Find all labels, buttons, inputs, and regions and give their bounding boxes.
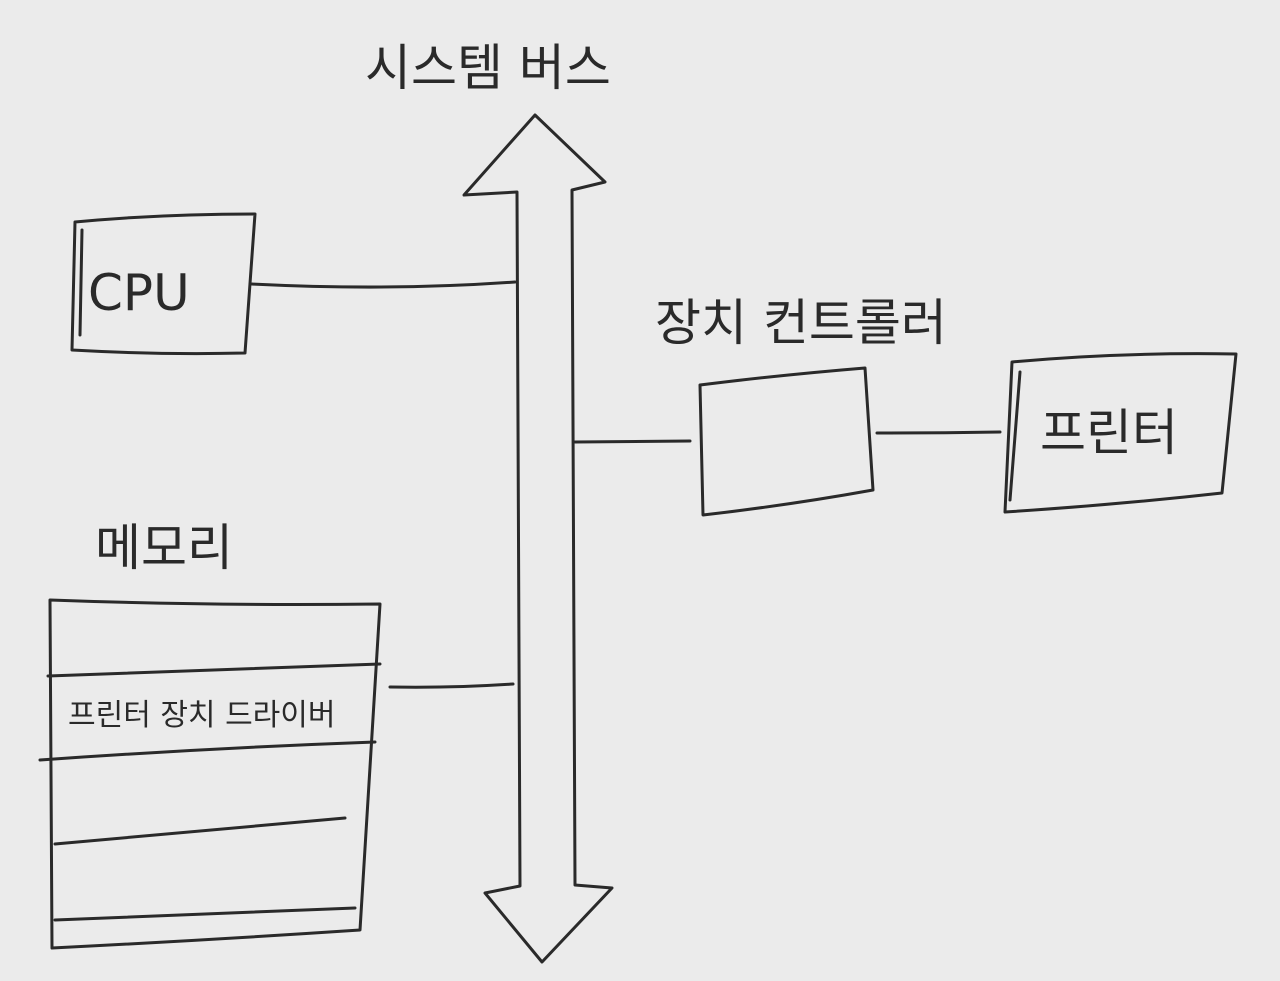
printer-block: 프린터 (1003, 352, 1238, 514)
memory-label: 메모리 (95, 519, 233, 577)
memory-row-divider (53, 816, 347, 846)
memory-block: 프린터 장치 드라이버 (38, 598, 382, 950)
system-bus-label: 시스템 버스 (365, 39, 611, 97)
memory-row-divider (53, 906, 357, 922)
cpu-label: CPU (88, 264, 190, 322)
printer-label: 프린터 (1040, 404, 1178, 462)
memory-box (48, 598, 382, 950)
cpu-box (70, 212, 257, 356)
printer-box-inner-edge (1008, 370, 1022, 502)
system-bus-arrow (462, 113, 614, 964)
printer-driver-label: 프린터 장치 드라이버 (68, 698, 335, 733)
controller-printer-connector (875, 430, 1002, 435)
cpu-box-inner-edge (78, 228, 84, 337)
bus-controller-connector (573, 439, 692, 444)
memory-row-divider (46, 662, 382, 678)
memory-row-divider (38, 740, 377, 762)
printer-box (1003, 352, 1238, 514)
memory-bus-connector (388, 682, 515, 689)
cpu-bus-connector (250, 280, 517, 289)
cpu-block: CPU (70, 212, 257, 356)
device-controller-label: 장치 컨트롤러 (655, 294, 947, 352)
device-controller-box (698, 366, 875, 517)
device-controller-block: 장치 컨트롤러 (655, 294, 947, 517)
